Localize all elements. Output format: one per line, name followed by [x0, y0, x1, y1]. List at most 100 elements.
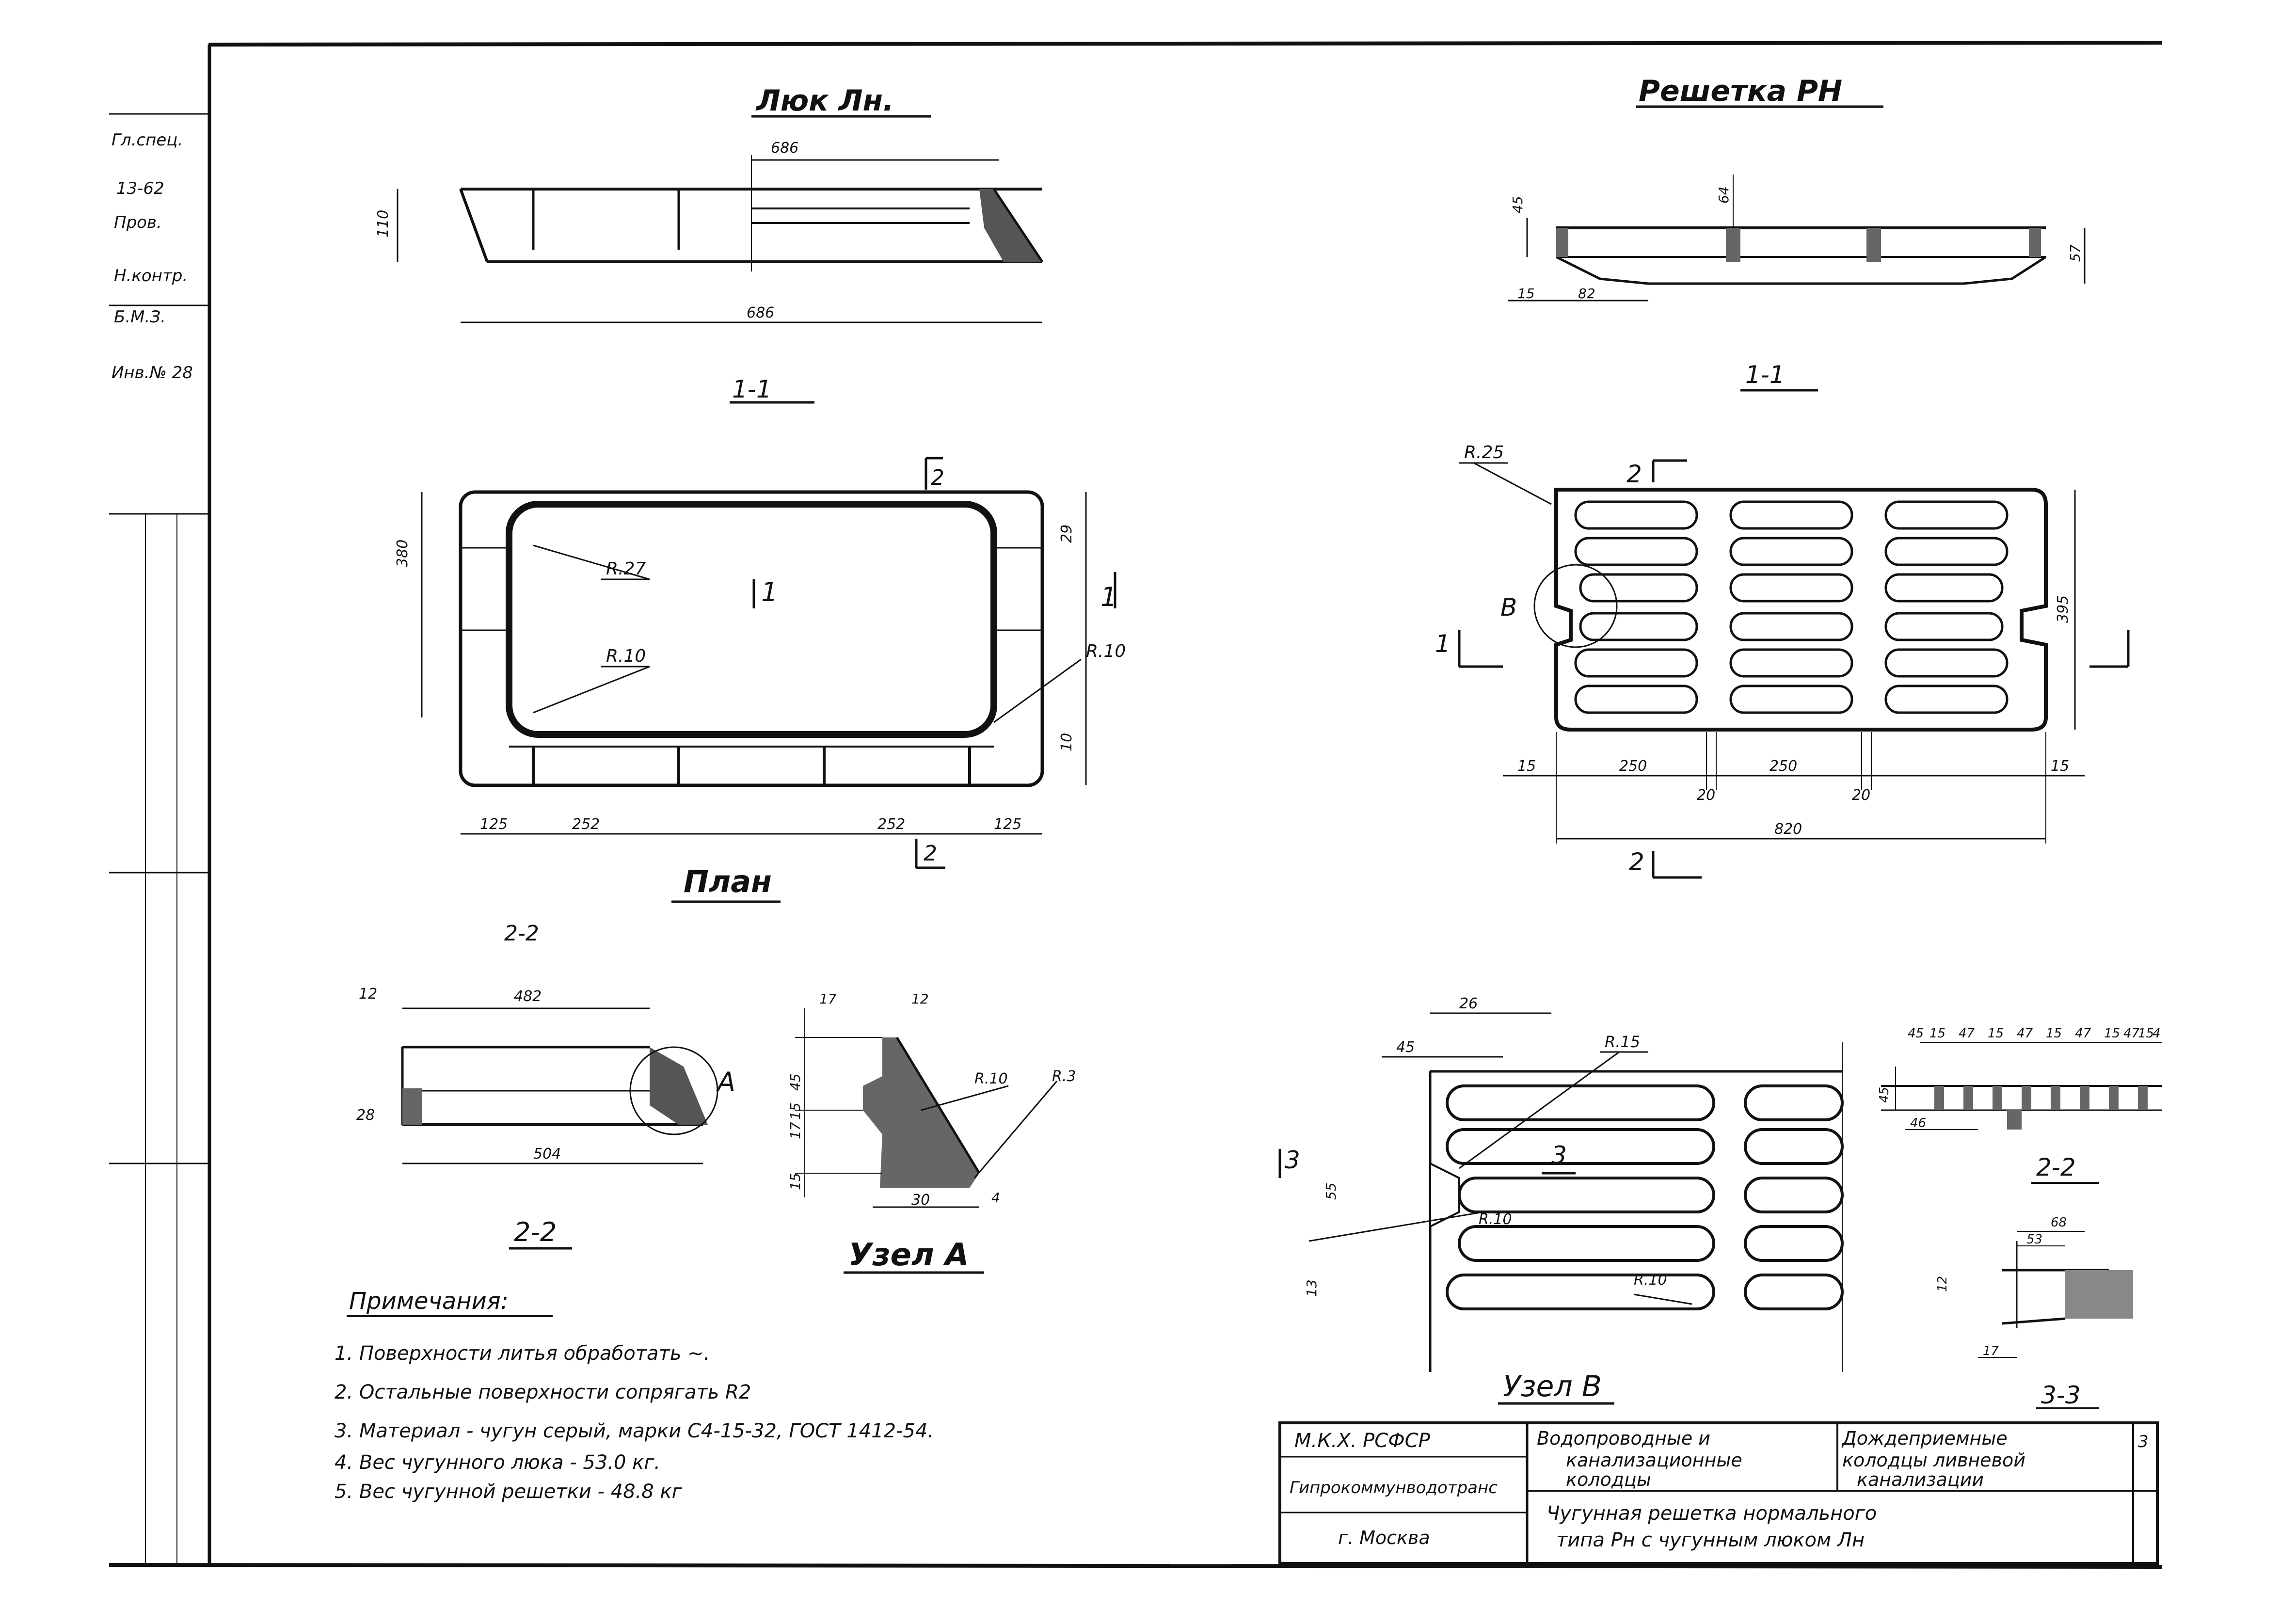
- lid-plan: R.27 R.10 R.10 29 10 380 125 252 252 125…: [394, 457, 1126, 903]
- s33-d45: 45: [1877, 1087, 1892, 1103]
- g-sec22-label: 2-2: [2036, 1153, 2076, 1181]
- stamp-4: Н.контр.: [114, 266, 188, 286]
- grate-section-2-2: 2-2 68 53 12 17: [1935, 1153, 2133, 1358]
- grate-plan: B R.25 2 2 1 395 15 250 20 250 20 15 820: [1435, 443, 2130, 879]
- g-cut-2-top: 2: [1626, 460, 1642, 488]
- dim-plan-height: 380: [394, 540, 411, 567]
- tb-sheet-num: 3: [2138, 1432, 2149, 1451]
- nb-r10-a: R.10: [1479, 1211, 1512, 1228]
- s33-c10: 15: [2138, 1026, 2154, 1041]
- plan-cut-1: 1: [761, 577, 778, 607]
- dim-125-right: 125: [994, 816, 1021, 833]
- g-r25: R.25: [1464, 443, 1504, 462]
- nb-dim-13: 13: [1304, 1279, 1320, 1297]
- nb-cut-3-right: 3: [1551, 1141, 1567, 1169]
- g-dim-15-right: 15: [2051, 758, 2069, 775]
- dim-10: 10: [1058, 733, 1075, 751]
- s33-c5: 47: [2017, 1026, 2033, 1041]
- plan-cut-2-top: 2: [931, 465, 944, 490]
- na-dim-45: 45: [787, 1073, 803, 1091]
- tb-city: г. Москва: [1338, 1527, 1430, 1548]
- s22-dim-504: 504: [533, 1146, 561, 1163]
- sec33-label: 3-3: [2041, 1381, 2081, 1409]
- tb-sheet-title-1: Чугунная решетка нормального: [1547, 1502, 1877, 1525]
- node-a: 17 12 45 15 17 R.10 R.3 30 15 4 Узел А: [787, 991, 1076, 1274]
- notes-title: Примечания:: [349, 1288, 509, 1315]
- s22-dim-12: 12: [359, 986, 377, 1003]
- s33-c8: 15: [2104, 1026, 2120, 1041]
- na-dim-17b: 17: [787, 1122, 803, 1139]
- dim-252-b: 252: [877, 816, 905, 833]
- dim-r27: R.27: [606, 559, 646, 579]
- grate-slots: [1574, 500, 2009, 714]
- nb-r15: R.15: [1605, 1033, 1640, 1051]
- g-dim-15-left: 15: [1517, 758, 1536, 775]
- na-dim-4: 4: [991, 1190, 1000, 1206]
- tb-series-1: Дождеприемные: [1841, 1428, 2008, 1449]
- margin-stamps: Гл.спец. 13-62 Пров. Н.контр. Б.М.З. Инв…: [112, 130, 193, 382]
- dim-top-width: 686: [771, 140, 798, 157]
- sec22-label-top: 2-2: [504, 921, 539, 946]
- nb-r10-b: R.10: [1634, 1272, 1667, 1289]
- g22-d53: 53: [2026, 1232, 2042, 1247]
- dim-bottom-width: 686: [747, 304, 774, 321]
- na-r10: R.10: [974, 1070, 1008, 1087]
- g-dim-250-b: 250: [1770, 758, 1797, 775]
- s33-c1: 45: [1908, 1026, 1924, 1041]
- g11-dim-82: 82: [1578, 286, 1595, 302]
- dim-29: 29: [1058, 525, 1075, 543]
- g22-d68: 68: [2051, 1215, 2067, 1230]
- g-dim-395: 395: [2055, 595, 2072, 623]
- plan-cut-2-bottom: 2: [924, 841, 937, 866]
- stamp-3: Пров.: [114, 213, 162, 232]
- g11-dim-57: 57: [2067, 244, 2083, 262]
- g11-dim-64: 64: [1716, 186, 1732, 204]
- s33-c3: 47: [1959, 1026, 1975, 1041]
- plan-label: План: [684, 864, 772, 899]
- nb-dim-26: 26: [1459, 995, 1478, 1012]
- g22-d17: 17: [1983, 1344, 1999, 1358]
- dim-left-height: 110: [375, 210, 392, 238]
- node-a-label: Узел А: [848, 1237, 969, 1273]
- titles: Люк Лн. Решетка РН: [751, 74, 1883, 118]
- title-lid: Люк Лн.: [755, 84, 894, 118]
- s33-d46: 46: [1910, 1116, 1926, 1131]
- tb-project-1: Водопроводные и: [1537, 1428, 1710, 1449]
- lid-section-2-2: 2-2 12 482 28 504 A 2-2: [356, 921, 735, 1250]
- s22-node-a: A: [716, 1067, 735, 1097]
- g-dim-250-a: 250: [1619, 758, 1647, 775]
- title-grate: Решетка РН: [1639, 74, 1842, 108]
- s33-c4: 15: [1988, 1026, 2004, 1041]
- note-3: 3. Материал - чугун серый, марки С4-15-3…: [335, 1420, 934, 1442]
- sec22-label: 2-2: [514, 1217, 557, 1247]
- tb-series-3: канализации: [1857, 1469, 1984, 1490]
- lid-section-1-1: 686 686 110: [375, 140, 1044, 323]
- tb-org2: Гипрокоммунводотранс: [1290, 1478, 1498, 1497]
- stamp-6: Инв.№ 28: [112, 363, 193, 382]
- tb-org1: М.К.Х. РСФСР: [1294, 1430, 1431, 1452]
- g-cut-1-left: 1: [1435, 630, 1451, 658]
- node-b: 26 45 R.15 3 3 55 R.10 R.10 13 Узел В: [1278, 995, 1844, 1405]
- g11-dim-15: 15: [1517, 286, 1535, 302]
- s33-c9: 47: [2123, 1026, 2140, 1041]
- nb-dim-55: 55: [1323, 1182, 1339, 1200]
- tb-series-2: колодцы ливневой: [1842, 1450, 2025, 1471]
- dim-r10-a: R.10: [606, 646, 646, 666]
- na-dim-17: 17: [819, 991, 837, 1007]
- s33-c2: 15: [1929, 1026, 1945, 1041]
- tb-project-2: канализационные: [1566, 1450, 1742, 1471]
- g-sec-1-1-label: 1-1: [1745, 361, 1785, 389]
- dim-252-a: 252: [572, 816, 600, 833]
- g-dim-20-b: 20: [1852, 787, 1870, 804]
- s22-dim-28: 28: [356, 1107, 375, 1124]
- lid-sec-label: 1-1: [730, 375, 814, 404]
- title-block: М.К.Х. РСФСР Гипрокоммунводотранс г. Мос…: [1278, 1421, 2159, 1565]
- g-dim-20-a: 20: [1697, 787, 1715, 804]
- s33-c6: 15: [2046, 1026, 2062, 1041]
- dim-125-left: 125: [480, 816, 508, 833]
- na-dim-15b: 15: [787, 1173, 803, 1190]
- grate-section-3-3: 45 15 47 15 47 15 47 15 47 15 4 45 46 3-…: [1877, 1026, 2162, 1409]
- nb-cut-3-left: 3: [1285, 1146, 1300, 1174]
- dim-r10-b: R.10: [1086, 641, 1126, 661]
